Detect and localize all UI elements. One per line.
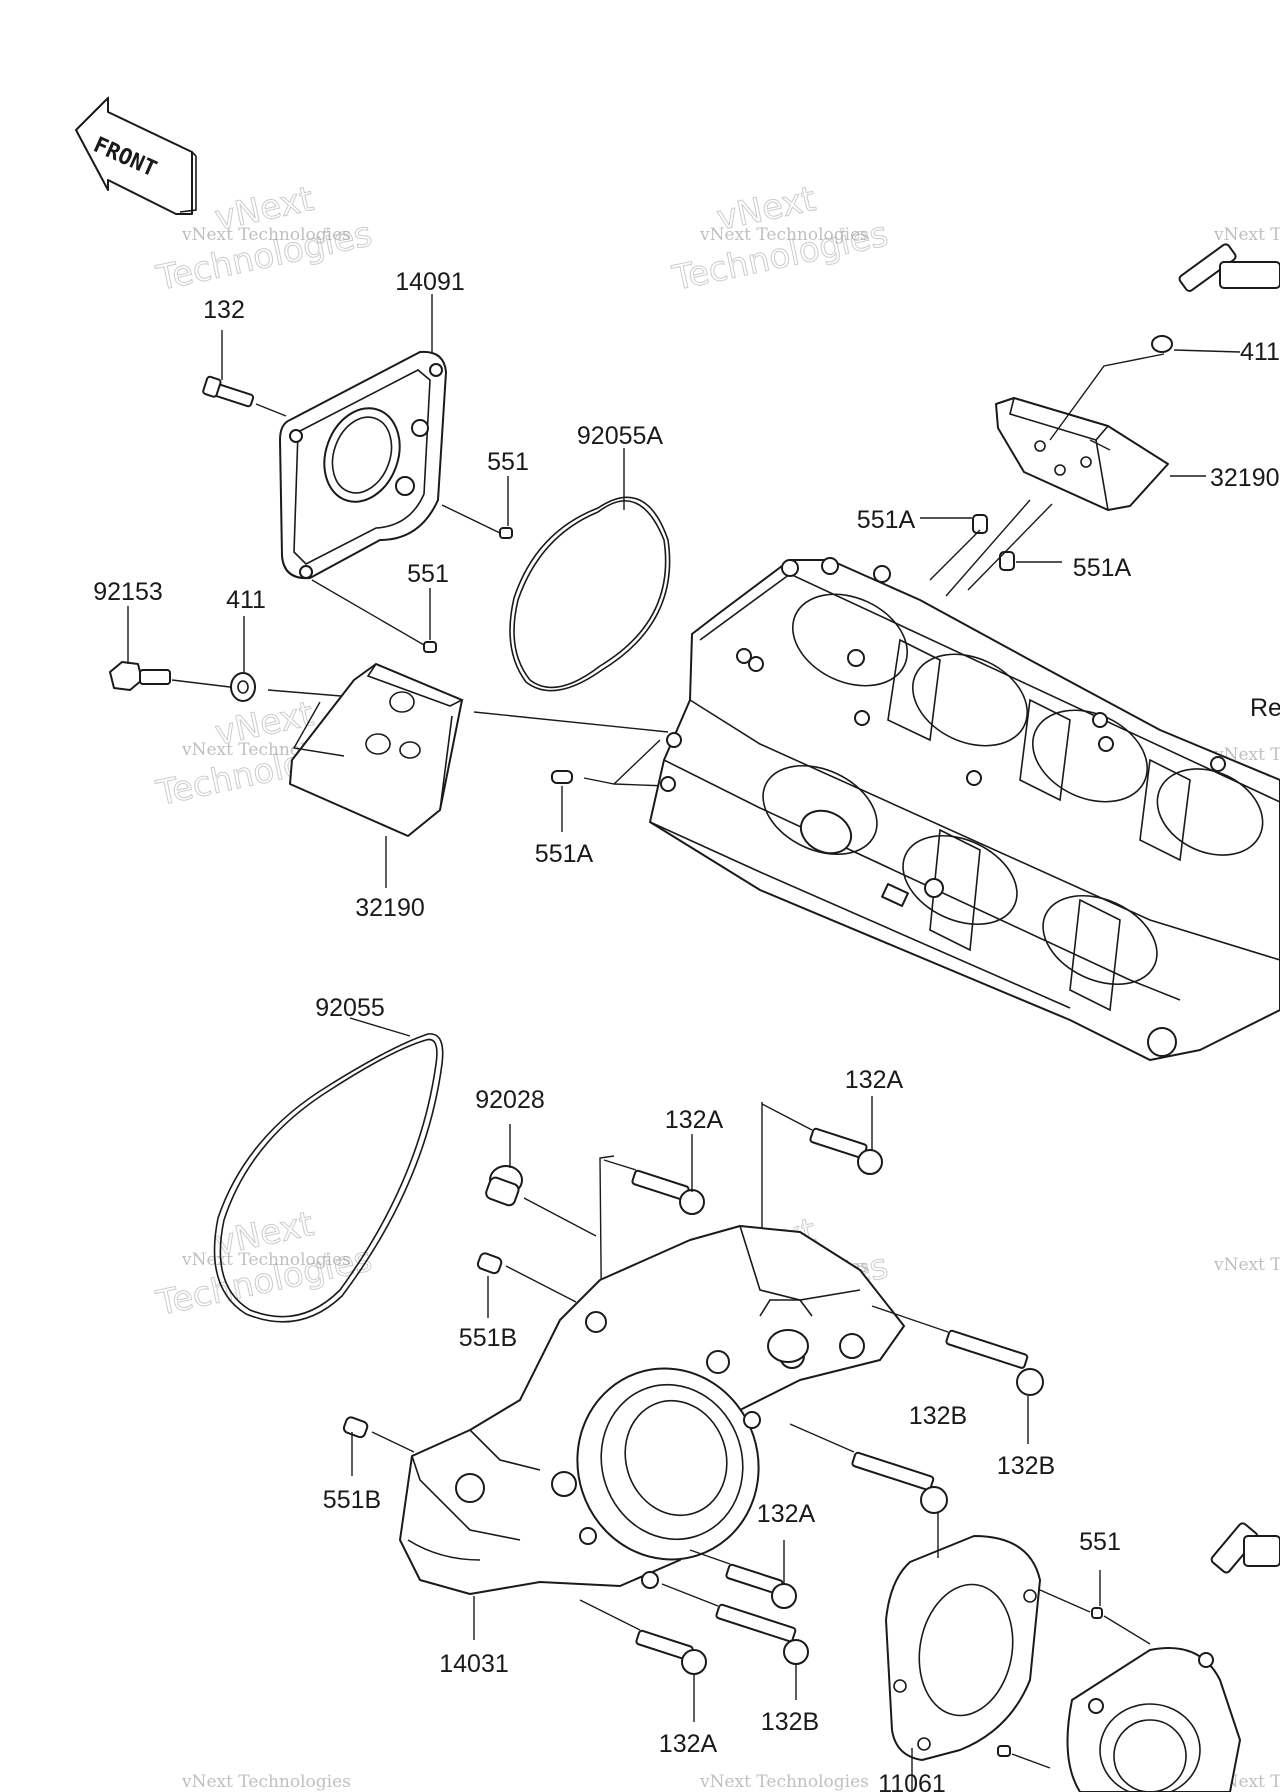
label-551B: 551B — [459, 1324, 517, 1352]
block-32190-left — [289, 663, 464, 837]
label-132: 132 — [203, 296, 245, 324]
bolt-132A-1 — [631, 1169, 705, 1215]
label-132A: 132A — [665, 1106, 724, 1134]
gasket-11061 — [885, 1535, 1041, 1761]
block-32190-right — [995, 396, 1169, 511]
label-551: 551 — [407, 560, 449, 588]
label-92055A: 92055A — [577, 422, 664, 450]
front-arrow-icon: FRONT — [75, 96, 197, 215]
pin-551-b — [423, 641, 437, 653]
label-132B: 132B — [909, 1402, 967, 1430]
dowel-551B-1 — [476, 1252, 503, 1275]
bolt-132A-3 — [725, 1563, 797, 1609]
label-14031: 14031 — [439, 1650, 509, 1678]
washer-411-left — [230, 672, 256, 702]
pin-551-a — [499, 527, 513, 539]
label-411: 411 — [226, 586, 266, 614]
bolt-132B-2 — [851, 1451, 948, 1514]
svg-text:vNext Technologies: vNext Technologies — [1213, 1255, 1280, 1275]
label-132A: 132A — [757, 1500, 816, 1528]
label-411: 411 — [1240, 338, 1280, 366]
svg-text:vNext Technologies: vNext Technologies — [181, 1250, 351, 1270]
label-32190: 32190 — [355, 894, 425, 922]
cover-14091 — [279, 350, 447, 580]
label-11061: 11061 — [878, 1770, 946, 1792]
bolt-92153 — [109, 661, 171, 691]
label-132B: 132B — [761, 1708, 819, 1736]
bolt-132 — [202, 375, 255, 408]
housing-right — [1066, 1647, 1241, 1792]
part-labels: 14091 132 551 92055A 551 92153 411 32190… — [93, 268, 1280, 1792]
label-32190: 32190 — [1210, 464, 1280, 492]
dowel-551A-left — [551, 770, 573, 784]
bolt-132B-1 — [945, 1329, 1044, 1396]
label-551A: 551A — [535, 840, 594, 868]
svg-text:vNext Technologies: vNext Technologies — [699, 1772, 869, 1792]
washer-411-right — [1151, 335, 1173, 353]
crankcase — [649, 557, 1280, 1061]
bushing-92028 — [485, 1165, 523, 1207]
bolt-132A-2 — [809, 1127, 883, 1175]
label-551B: 551B — [323, 1486, 381, 1514]
svg-text:vNext Technologies: vNext Technologies — [699, 225, 869, 245]
label-551: 551 — [487, 448, 529, 476]
label-132B: 132B — [997, 1452, 1055, 1480]
svg-text:vNext Technologies: vNext Technologies — [181, 225, 351, 245]
oring-92055A — [513, 500, 667, 689]
dowel-551A-top2 — [999, 551, 1015, 571]
label-92028: 92028 — [475, 1086, 545, 1114]
fitting-right — [1210, 1522, 1280, 1574]
svg-text:vNext Technologies: vNext Technologies — [181, 1772, 351, 1792]
label-551: 551 — [1079, 1528, 1121, 1556]
label-92055: 92055 — [315, 994, 385, 1022]
dowel-551B-2 — [342, 1416, 369, 1439]
dowel-551A-top1 — [972, 514, 988, 534]
label-re: Re — [1250, 694, 1280, 722]
pin-551-c — [1091, 1607, 1103, 1619]
label-551A: 551A — [857, 506, 916, 534]
label-92153: 92153 — [93, 578, 163, 606]
bolt-top-right — [1178, 243, 1280, 292]
label-14091: 14091 — [395, 268, 465, 296]
bolt-132A-4 — [635, 1629, 707, 1675]
cover-14031 — [399, 1225, 905, 1595]
oring-92055 — [219, 1038, 438, 1318]
bolt-132B-3 — [715, 1603, 809, 1665]
label-132A: 132A — [845, 1066, 904, 1094]
label-132A: 132A — [659, 1730, 718, 1758]
pin-551-d — [997, 1745, 1011, 1757]
label-551A: 551A — [1073, 554, 1132, 582]
svg-text:vNext Technologies: vNext Technologies — [1213, 225, 1280, 245]
